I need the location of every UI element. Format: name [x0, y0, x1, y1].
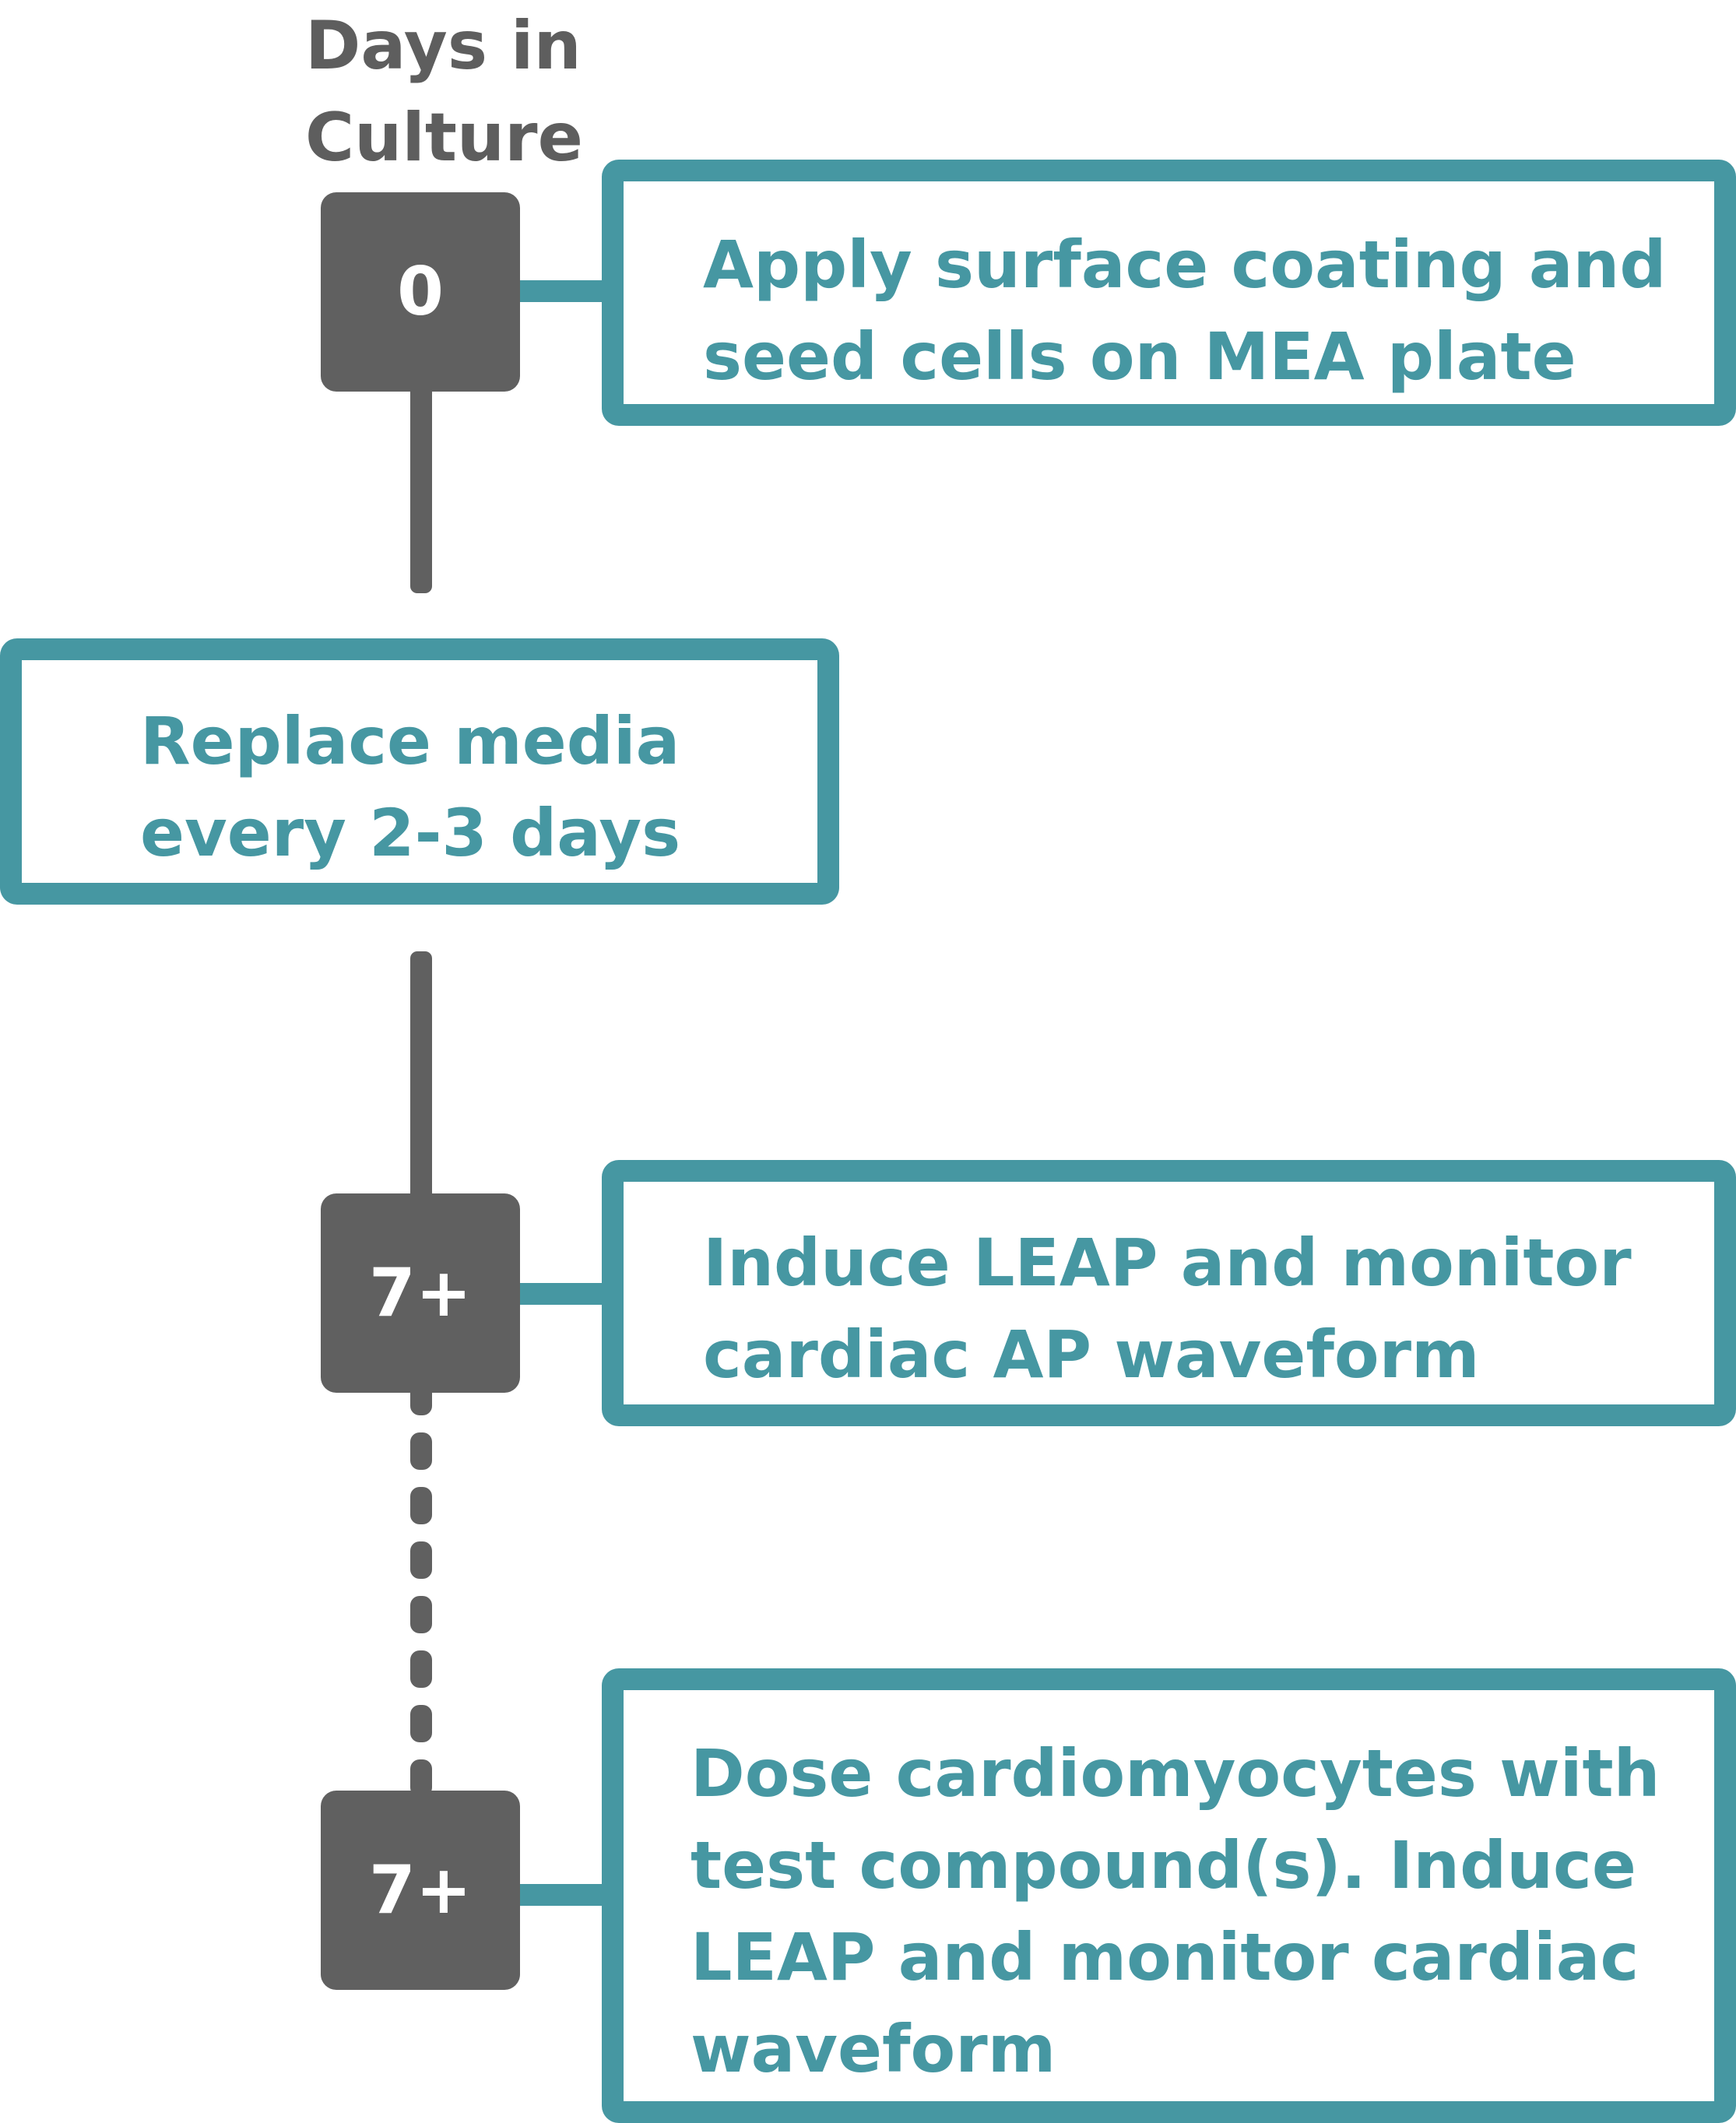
- timeline-line-upper: [410, 374, 432, 593]
- timeline-line-middle: [410, 951, 432, 1208]
- day-marker-7-plus: 7+: [321, 1791, 520, 1990]
- step-induce-leap: Induce LEAP and monitor cardiac AP wavef…: [602, 1160, 1736, 1426]
- header-line-1: Days in: [305, 7, 582, 85]
- timeline-header: Days in Culture: [305, 0, 632, 184]
- step-text: Apply surface coating and seed cells on …: [703, 227, 1667, 395]
- step-text: Replace media every 2-3 days: [140, 703, 681, 871]
- connector-day7b: [514, 1884, 615, 1906]
- connector-day0: [514, 280, 615, 302]
- connector-day7a: [514, 1283, 615, 1305]
- step-text: Dose cardiomyocytes with test compound(s…: [691, 1735, 1660, 2087]
- step-replace-media: Replace media every 2-3 days: [0, 638, 839, 905]
- header-line-2: Culture: [305, 99, 583, 177]
- timeline-dash: [410, 1432, 432, 1470]
- day-marker-0: 0: [321, 192, 520, 392]
- timeline-dash: [410, 1541, 432, 1579]
- timeline-dash: [410, 1487, 432, 1524]
- step-dose-cardiomyocytes: Dose cardiomyocytes with test compound(s…: [602, 1668, 1736, 2123]
- timeline-dash: [410, 1705, 432, 1742]
- step-text: Induce LEAP and monitor cardiac AP wavef…: [703, 1225, 1632, 1393]
- step-apply-coating: Apply surface coating and seed cells on …: [602, 160, 1736, 426]
- day-marker-7-plus: 7+: [321, 1193, 520, 1393]
- timeline-dash: [410, 1650, 432, 1688]
- timeline-dash: [410, 1596, 432, 1633]
